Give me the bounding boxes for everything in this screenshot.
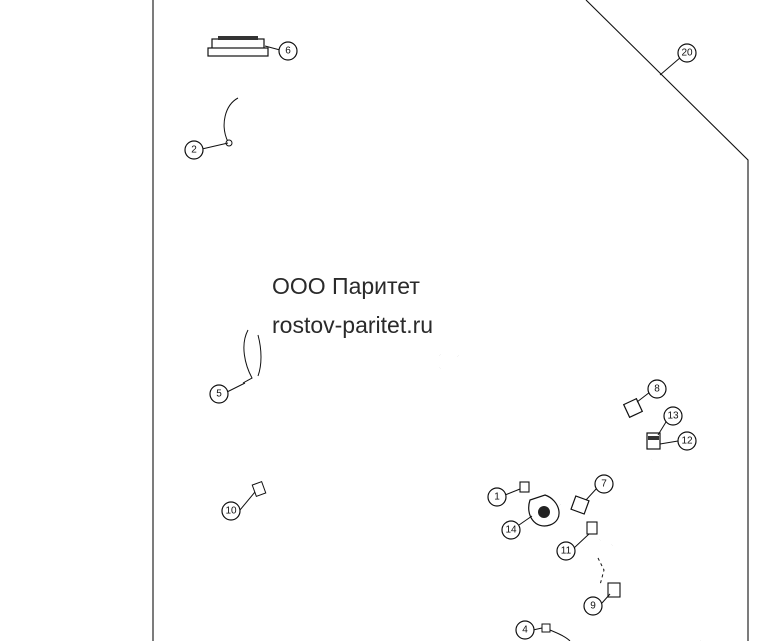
leader-lines <box>201 45 682 631</box>
item-5-lead <box>242 329 262 384</box>
grommet-14 <box>519 481 590 527</box>
svg-text:11: 11 <box>561 546 572 557</box>
loop-wire <box>245 240 572 394</box>
item-4 <box>541 623 571 641</box>
svg-text:8: 8 <box>654 384 660 395</box>
callout-9: 9 <box>583 596 603 616</box>
callout-7: 7 <box>594 474 614 494</box>
callout-6: 6 <box>278 41 298 61</box>
watermark: ООО Паритет rostov-paritet.ru <box>272 273 433 338</box>
callout-11: 11 <box>556 541 576 561</box>
callout-8: 8 <box>647 379 667 399</box>
svg-text:9: 9 <box>590 601 596 612</box>
callout-2: 2 <box>184 140 204 160</box>
diagram-frame <box>152 0 749 641</box>
svg-text:13: 13 <box>667 411 679 422</box>
callout-1: 1 <box>487 487 507 507</box>
svg-text:10: 10 <box>225 506 237 517</box>
callout-4: 4 <box>515 620 535 640</box>
svg-text:12: 12 <box>681 436 693 447</box>
items-11-9 <box>586 521 621 598</box>
connector-6 <box>207 36 269 57</box>
svg-text:20: 20 <box>681 48 693 59</box>
callout-5: 5 <box>209 384 229 404</box>
main-harness-trunk <box>233 59 564 508</box>
svg-text:6: 6 <box>285 46 291 57</box>
svg-text:5: 5 <box>216 389 222 400</box>
svg-text:4: 4 <box>522 625 528 636</box>
wire-to-10 <box>251 366 441 497</box>
item-2-lead <box>223 97 239 147</box>
watermark-company: ООО Паритет <box>272 273 420 299</box>
callout-20: 20 <box>677 43 697 63</box>
callout-14: 14 <box>501 520 521 540</box>
svg-text:1: 1 <box>494 492 500 503</box>
svg-text:7: 7 <box>601 479 607 490</box>
callout-10: 10 <box>221 501 241 521</box>
watermark-url: rostov-paritet.ru <box>272 312 433 338</box>
right-branch <box>558 397 702 641</box>
svg-text:2: 2 <box>191 145 197 156</box>
callout-12: 12 <box>677 431 697 451</box>
callout-13: 13 <box>663 406 683 426</box>
svg-text:14: 14 <box>505 525 517 536</box>
